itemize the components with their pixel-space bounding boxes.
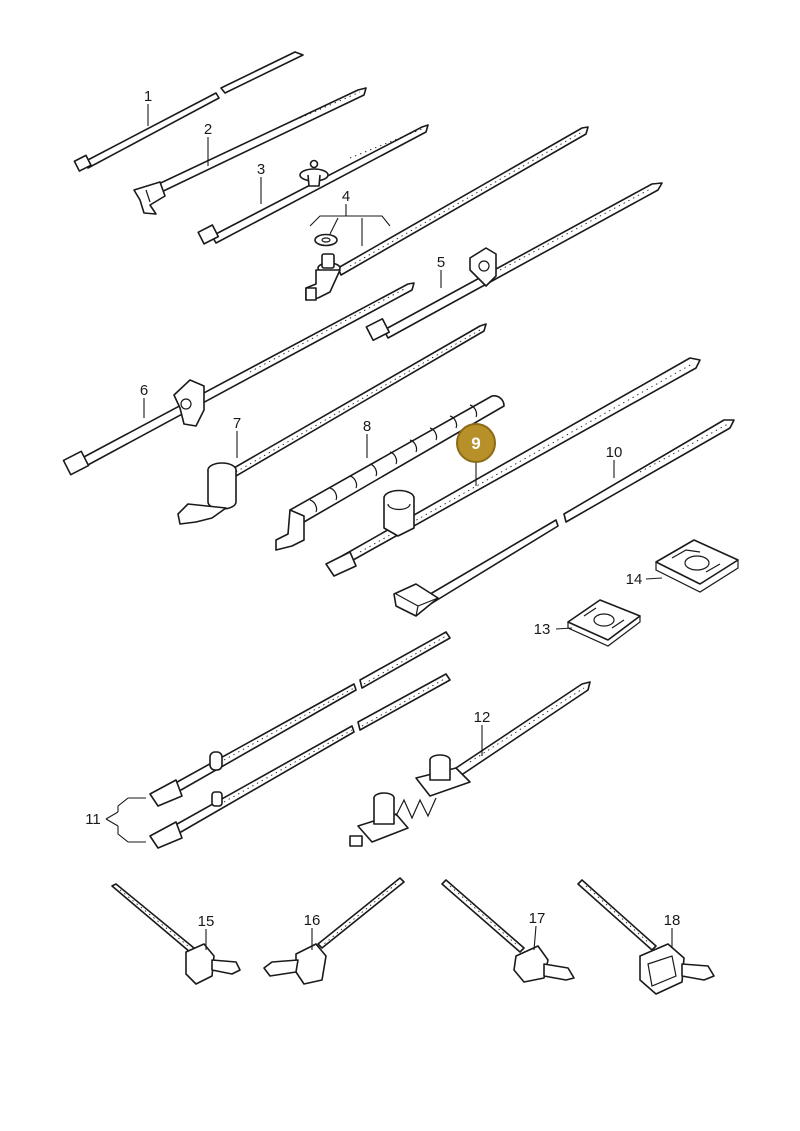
callout-16[interactable]: 16 bbox=[304, 912, 321, 929]
callout-18[interactable]: 18 bbox=[664, 912, 681, 929]
callout-12[interactable]: 12 bbox=[474, 709, 491, 726]
callout-13[interactable]: 13 bbox=[534, 621, 551, 638]
mounting-base-part-13[interactable] bbox=[567, 599, 641, 647]
edge-clip-tie-part-16[interactable] bbox=[263, 877, 405, 985]
callout-6[interactable]: 6 bbox=[140, 382, 148, 399]
cable-tie-part-12[interactable] bbox=[349, 681, 591, 847]
cable-tie-part-1[interactable] bbox=[73, 51, 304, 172]
callout-4[interactable]: 4 bbox=[342, 188, 350, 205]
callout-11[interactable]: 11 bbox=[85, 811, 101, 828]
cable-tie-part-5[interactable] bbox=[365, 182, 663, 342]
cable-tie-part-2[interactable] bbox=[133, 87, 367, 215]
edge-clip-tie-part-15[interactable] bbox=[111, 883, 241, 985]
highlight-badge-9[interactable]: 9 bbox=[456, 423, 496, 463]
callout-17[interactable]: 17 bbox=[529, 910, 546, 927]
cable-tie-part-4[interactable] bbox=[305, 126, 589, 301]
cable-tie-part-11[interactable] bbox=[149, 631, 451, 849]
callout-1[interactable]: 1 bbox=[144, 88, 152, 105]
highlight-badge-label: 9 bbox=[471, 434, 480, 453]
cable-tie-part-7[interactable] bbox=[177, 323, 487, 525]
mounting-base-part-14[interactable] bbox=[655, 539, 739, 593]
callout-8[interactable]: 8 bbox=[363, 418, 371, 435]
callout-numbers: 1 2 3 4 5 6 7 8 10 11 12 13 14 15 16 17 … bbox=[85, 88, 680, 930]
callout-14[interactable]: 14 bbox=[626, 571, 643, 588]
cable-tie-part-6[interactable] bbox=[62, 282, 415, 476]
callout-10[interactable]: 10 bbox=[606, 444, 623, 461]
cable-tie-part-3[interactable] bbox=[197, 124, 429, 245]
leader-lines bbox=[105, 104, 673, 951]
edge-clip-tie-part-17[interactable] bbox=[441, 879, 575, 983]
callout-15[interactable]: 15 bbox=[198, 913, 215, 930]
edge-clip-tie-part-18[interactable] bbox=[577, 879, 715, 995]
callout-5[interactable]: 5 bbox=[437, 254, 445, 271]
highlight-badge-circle bbox=[456, 423, 496, 463]
cable-tie-part-8[interactable] bbox=[275, 395, 505, 551]
cable-tie-part-9[interactable] bbox=[325, 357, 701, 577]
callout-3[interactable]: 3 bbox=[257, 161, 265, 178]
callout-2[interactable]: 2 bbox=[204, 121, 212, 138]
cable-tie-part-10[interactable] bbox=[393, 419, 735, 617]
callout-7[interactable]: 7 bbox=[233, 415, 241, 432]
